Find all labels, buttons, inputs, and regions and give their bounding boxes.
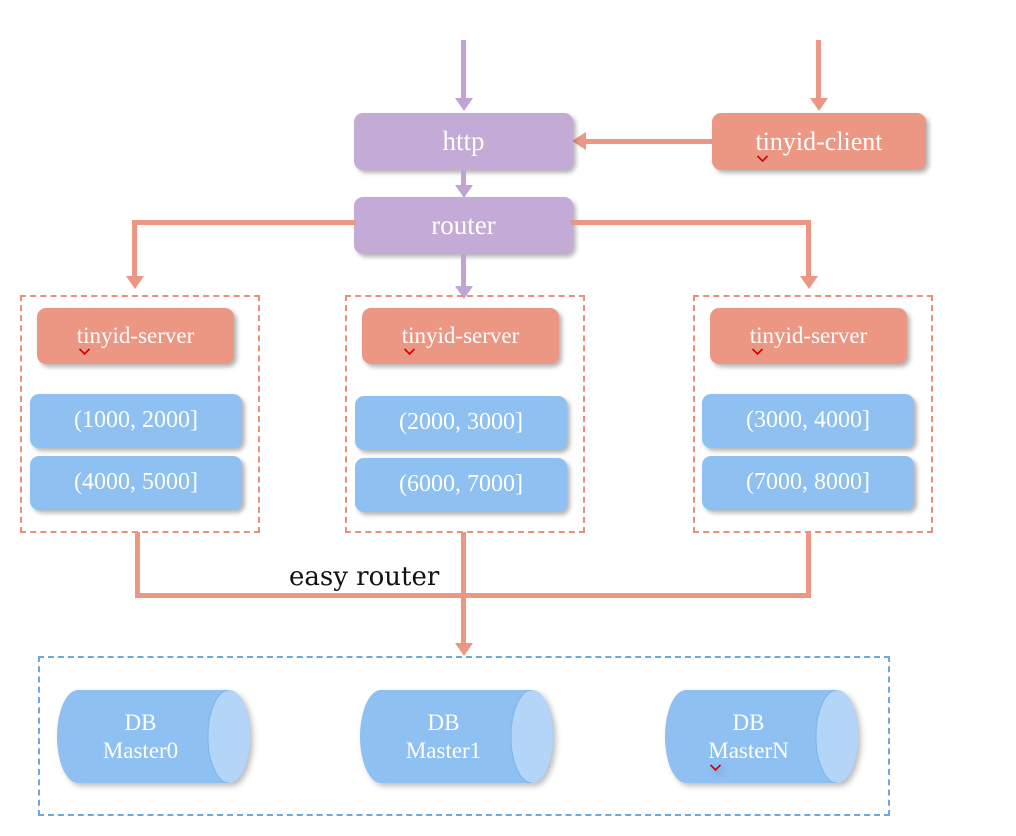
node-tinyid-client-label: tinyid-client <box>755 128 883 163</box>
node-router[interactable]: router <box>354 197 573 254</box>
incoming-arrow-client-line <box>816 40 821 100</box>
node-tinyid-client[interactable]: tinyid-client <box>712 113 926 170</box>
server-group-2-title[interactable]: tinyid-server <box>362 308 559 364</box>
router-branch-right-vertical <box>806 220 811 278</box>
spellcheck-underline-icon <box>78 348 90 356</box>
server-group-3-title[interactable]: tinyid-server <box>710 308 907 364</box>
server-group-1 <box>20 295 260 533</box>
router-branch-right-head <box>800 276 818 289</box>
incoming-arrow-client-head <box>810 98 828 111</box>
router-branch-center-vertical <box>461 254 466 290</box>
router-branch-left-head <box>126 276 144 289</box>
incoming-arrow-http-line <box>461 40 466 100</box>
server-group-3-segment-1[interactable]: (7000, 8000] <box>702 456 914 510</box>
db-cylinder-0[interactable]: DB Master0 <box>57 690 250 783</box>
server-group-2-segment-0-label: (2000, 3000] <box>399 409 523 436</box>
db-master-group <box>38 656 890 816</box>
http-to-router-head <box>455 185 473 198</box>
node-http[interactable]: http <box>354 113 573 170</box>
node-http-label: http <box>442 126 485 157</box>
router-branch-right-horizontal <box>571 220 811 225</box>
db-cylinder-2[interactable]: DB MasterN <box>665 690 858 783</box>
bus-drop-group-1 <box>135 532 140 597</box>
server-group-3-segment-0-label: (3000, 4000] <box>746 407 870 434</box>
bus-to-db-head <box>455 643 473 656</box>
db-cylinder-1[interactable]: DB Master1 <box>360 690 553 783</box>
http-to-router-line <box>461 170 466 188</box>
bus-to-db-line <box>461 596 466 646</box>
server-group-3-segment-1-label: (7000, 8000] <box>746 469 870 496</box>
client-to-http-line <box>580 139 715 144</box>
server-group-3 <box>693 295 933 533</box>
spellcheck-underline-icon <box>757 155 769 163</box>
server-group-3-segment-0[interactable]: (3000, 4000] <box>702 394 914 448</box>
server-group-3-title-label: tinyid-server <box>750 323 867 356</box>
server-group-1-segment-1[interactable]: (4000, 5000] <box>30 456 242 510</box>
server-group-1-title-label: tinyid-server <box>77 323 194 356</box>
client-to-http-head <box>572 132 586 150</box>
server-group-1-segment-1-label: (4000, 5000] <box>74 469 198 496</box>
node-router-label: router <box>431 210 496 241</box>
server-group-2-segment-1-label: (6000, 7000] <box>399 471 523 498</box>
bus-horizontal <box>135 593 811 598</box>
server-group-1-segment-0[interactable]: (1000, 2000] <box>30 394 242 448</box>
bus-drop-group-2 <box>461 532 466 597</box>
server-group-2-segment-0[interactable]: (2000, 3000] <box>355 396 567 450</box>
spellcheck-underline-icon <box>403 348 415 356</box>
server-group-2-title-label: tinyid-server <box>402 323 519 356</box>
router-branch-left-horizontal <box>132 220 356 225</box>
spellcheck-underline-icon <box>751 348 763 356</box>
server-group-1-segment-0-label: (1000, 2000] <box>74 407 198 434</box>
easy-router-label: easy router <box>283 562 446 592</box>
bus-drop-group-3 <box>806 532 811 597</box>
incoming-arrow-http-head <box>455 98 473 111</box>
router-branch-left-vertical <box>132 220 137 278</box>
server-group-2-segment-1[interactable]: (6000, 7000] <box>355 458 567 512</box>
server-group-1-title[interactable]: tinyid-server <box>37 308 234 364</box>
